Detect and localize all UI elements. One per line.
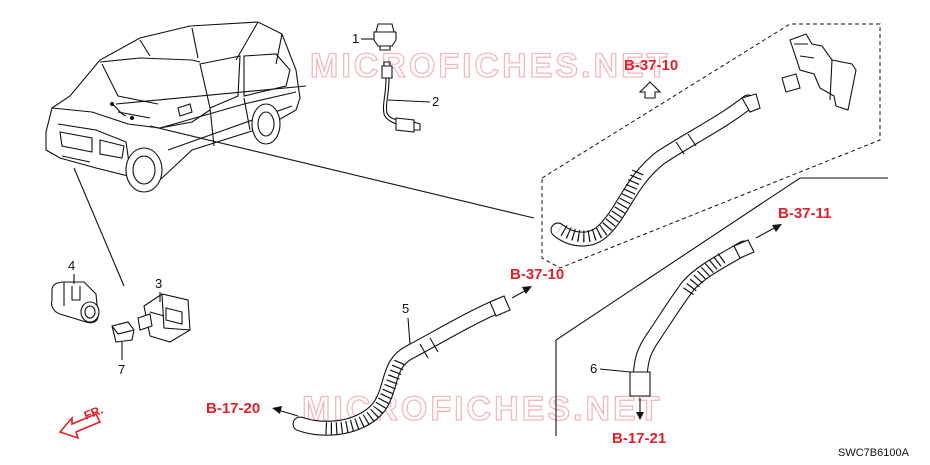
arrow-icon-left — [272, 406, 282, 414]
part-1-grommet — [373, 23, 397, 51]
detail-box-upper — [541, 23, 881, 269]
part-5-hose — [292, 295, 511, 436]
leader-car-to-harness — [115, 85, 307, 105]
ref-left: B-17-20 — [206, 400, 260, 417]
callout-1: 1 — [352, 31, 359, 46]
arrow-icon-mid — [522, 286, 532, 294]
part-3-bracket — [137, 293, 191, 343]
vehicle-illustration — [45, 21, 301, 193]
ref-top: B-37-10 — [624, 57, 678, 74]
callout-5: 5 — [402, 301, 409, 316]
watermark-top: MICROFICHES.NET — [310, 47, 670, 85]
ref-bottom: B-17-21 — [612, 430, 666, 447]
arrow-icon-down — [636, 412, 644, 420]
bracket-upper — [781, 33, 857, 111]
part-6-hose — [629, 239, 755, 397]
detail-box-lower — [555, 177, 888, 436]
arrow-up-icon — [638, 81, 662, 99]
diagram-code: SWC7B6100A — [838, 447, 910, 459]
callout-4: 4 — [68, 258, 75, 273]
part-4-sensor — [50, 281, 100, 324]
front-label: FR. — [82, 403, 105, 423]
front-direction-arrow: FR. — [58, 403, 105, 440]
part-7-clip — [111, 321, 135, 343]
ref-right: B-37-11 — [778, 205, 831, 222]
callout-6: 6 — [590, 361, 597, 376]
leader-car-to-sensor — [73, 167, 125, 287]
ref-mid: B-37-10 — [510, 266, 564, 283]
hose-upper — [550, 93, 761, 247]
leader-car-to-hose-upper — [149, 125, 535, 219]
arrow-icon-right — [772, 224, 782, 232]
callout-7: 7 — [118, 362, 125, 377]
callout-2: 2 — [432, 94, 439, 109]
callout-3: 3 — [155, 276, 162, 291]
part-2-sub-harness — [381, 61, 421, 133]
